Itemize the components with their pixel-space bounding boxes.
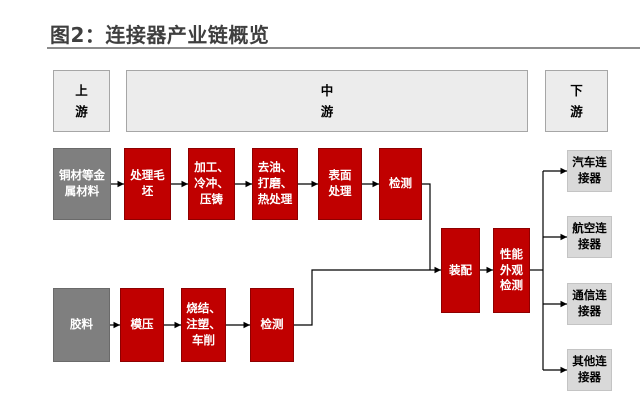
rubber-step-sintering-label: 烧结、注塑、车削: [186, 301, 221, 347]
connector-metal-inspection-to-assembly: [422, 183, 431, 270]
downstream-aviation-label: 航空连接器: [572, 221, 607, 251]
downstream-automotive: 汽车连接器: [567, 150, 612, 192]
metal-step-blank-label: 处理毛坯: [130, 168, 165, 198]
metal-step-surface-label: 表面处理: [328, 168, 352, 198]
rubber-step-inspection: 检测: [250, 288, 294, 362]
final-inspection-label: 性能外观检测: [499, 246, 523, 293]
metal-step-degreasing: 去油、打磨、热处理: [252, 148, 298, 220]
assembly-box: 装配: [441, 228, 480, 313]
final-inspection-box: 性能外观检测: [493, 228, 530, 313]
assembly-label: 装配: [448, 262, 472, 277]
metal-step-blank: 处理毛坯: [124, 148, 171, 220]
rubber-step-sintering: 烧结、注塑、车削: [181, 288, 226, 362]
upstream-rubber-label: 胶料: [69, 317, 93, 332]
header-midstream-label: 中游: [320, 82, 334, 119]
downstream-other: 其他连接器: [567, 349, 612, 391]
rubber-step-molding: 模压: [120, 288, 164, 362]
title-underline: [47, 47, 640, 49]
downstream-automotive-label: 汽车连接器: [572, 155, 607, 185]
header-upstream-label: 上游: [75, 82, 88, 119]
metal-step-machining: 加工、冷冲、压铸: [188, 148, 235, 220]
arrow-rubber-inspection-to-assembly: [294, 266, 441, 326]
downstream-aviation: 航空连接器: [567, 216, 612, 258]
rubber-step-inspection-label: 检测: [260, 317, 284, 332]
figure-title: 图2：连接器产业链概览: [50, 23, 270, 47]
metal-step-degreasing-label: 去油、打磨、热处理: [257, 160, 293, 206]
header-downstream: 下游: [545, 70, 608, 132]
downstream-telecom-label: 通信连接器: [572, 288, 607, 318]
metal-step-machining-label: 加工、冷冲、压铸: [194, 160, 229, 206]
upstream-metal-box: 铜材等金属材料: [53, 148, 111, 220]
header-midstream: 中游: [126, 70, 528, 132]
rubber-step-molding-label: 模压: [130, 317, 154, 332]
header-downstream-label: 下游: [570, 82, 583, 119]
upstream-rubber-box: 胶料: [53, 288, 110, 362]
metal-step-inspection-label: 检测: [388, 176, 412, 191]
header-upstream: 上游: [53, 70, 110, 132]
metal-step-surface: 表面处理: [318, 148, 362, 220]
metal-step-inspection: 检测: [379, 148, 422, 220]
downstream-other-label: 其他连接器: [572, 354, 607, 384]
upstream-metal-label: 铜材等金属材料: [58, 168, 105, 198]
downstream-telecom: 通信连接器: [567, 283, 612, 325]
